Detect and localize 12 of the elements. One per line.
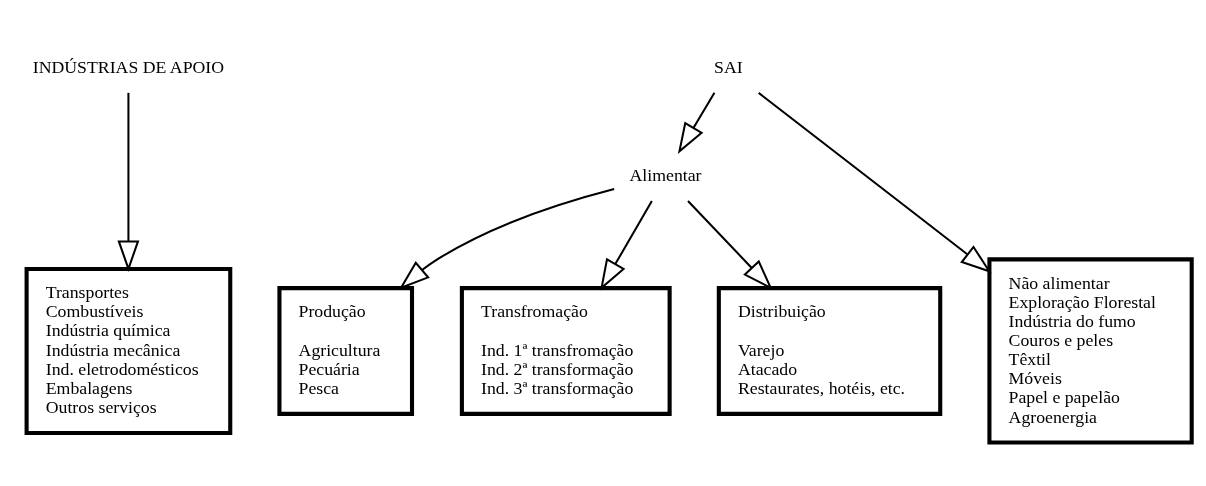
arrow — [677, 92, 716, 155]
node-text: Alimentar — [629, 164, 702, 185]
node-text: SAI — [714, 56, 743, 77]
node-box: Não alimentar Exploração Florestal Indústria do fumo Couros e peles Têxtil Móveis Papel e papelão Agroenergia — [987, 257, 1194, 445]
arrow — [758, 92, 992, 274]
node-box: Transportes Combustíveis Indústria química Indústria mecânica Ind. eletrodomésticos Embalagens Outros serviços — [24, 266, 233, 436]
node-box: Produção Agricultura Pecuária Pesca — [277, 286, 415, 416]
arrow — [600, 200, 653, 291]
node-text: INDÚSTRIAS DE APOIO — [32, 56, 225, 77]
node-box: Transfromação Ind. 1ª transfromação Ind. 2ª transformação Ind. 3ª transformação — [459, 286, 672, 416]
node-box: Distribuição Varejo Atacado Restaurates, hotéis, etc. — [716, 286, 943, 416]
arrow — [117, 92, 140, 272]
